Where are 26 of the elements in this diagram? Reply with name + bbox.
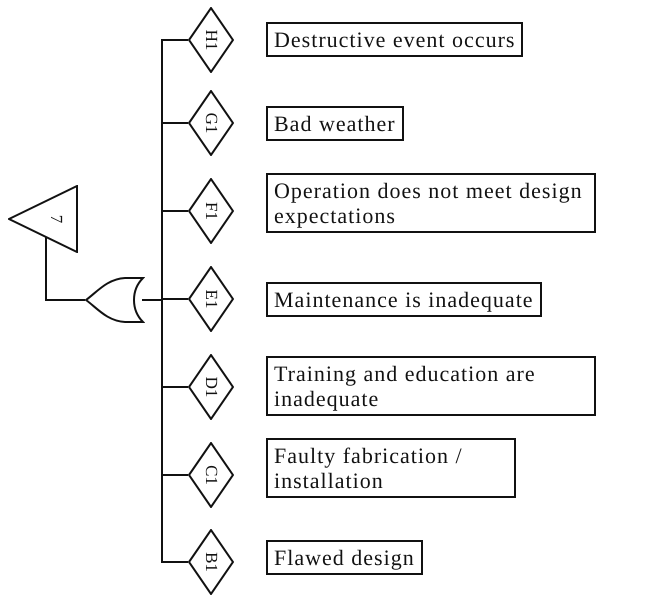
connector-line <box>45 236 85 301</box>
event-code: C1 <box>201 465 221 485</box>
event-description-box: Training and education are inadequate <box>266 356 596 416</box>
event-code: H1 <box>201 30 221 50</box>
undeveloped-event-diamond <box>188 354 234 420</box>
undeveloped-event-diamond <box>188 178 234 244</box>
transfer-triangle <box>8 185 78 253</box>
event-description-box: Operation does not meet design expectations <box>266 173 596 233</box>
undeveloped-event-diamond <box>188 90 234 156</box>
event-description-box: Faulty fabrication / installation <box>266 438 516 498</box>
event-description-box: Bad weather <box>266 106 404 141</box>
event-code: F1 <box>201 202 221 220</box>
undeveloped-event-diamond <box>188 7 234 73</box>
event-description-box: Maintenance is inadequate <box>266 282 542 317</box>
event-code: D1 <box>201 376 221 398</box>
undeveloped-event-diamond <box>188 442 234 508</box>
undeveloped-event-diamond <box>188 529 234 595</box>
event-description-box: Flawed design <box>266 540 423 575</box>
or-gate <box>85 277 145 323</box>
event-code: 7 <box>46 214 66 224</box>
event-code: G1 <box>201 112 221 134</box>
event-description-box: Destructive event occurs <box>266 22 524 57</box>
connector-line <box>142 299 188 563</box>
undeveloped-event-diamond <box>188 266 234 332</box>
event-code: E1 <box>201 290 221 308</box>
event-code: B1 <box>201 552 221 572</box>
